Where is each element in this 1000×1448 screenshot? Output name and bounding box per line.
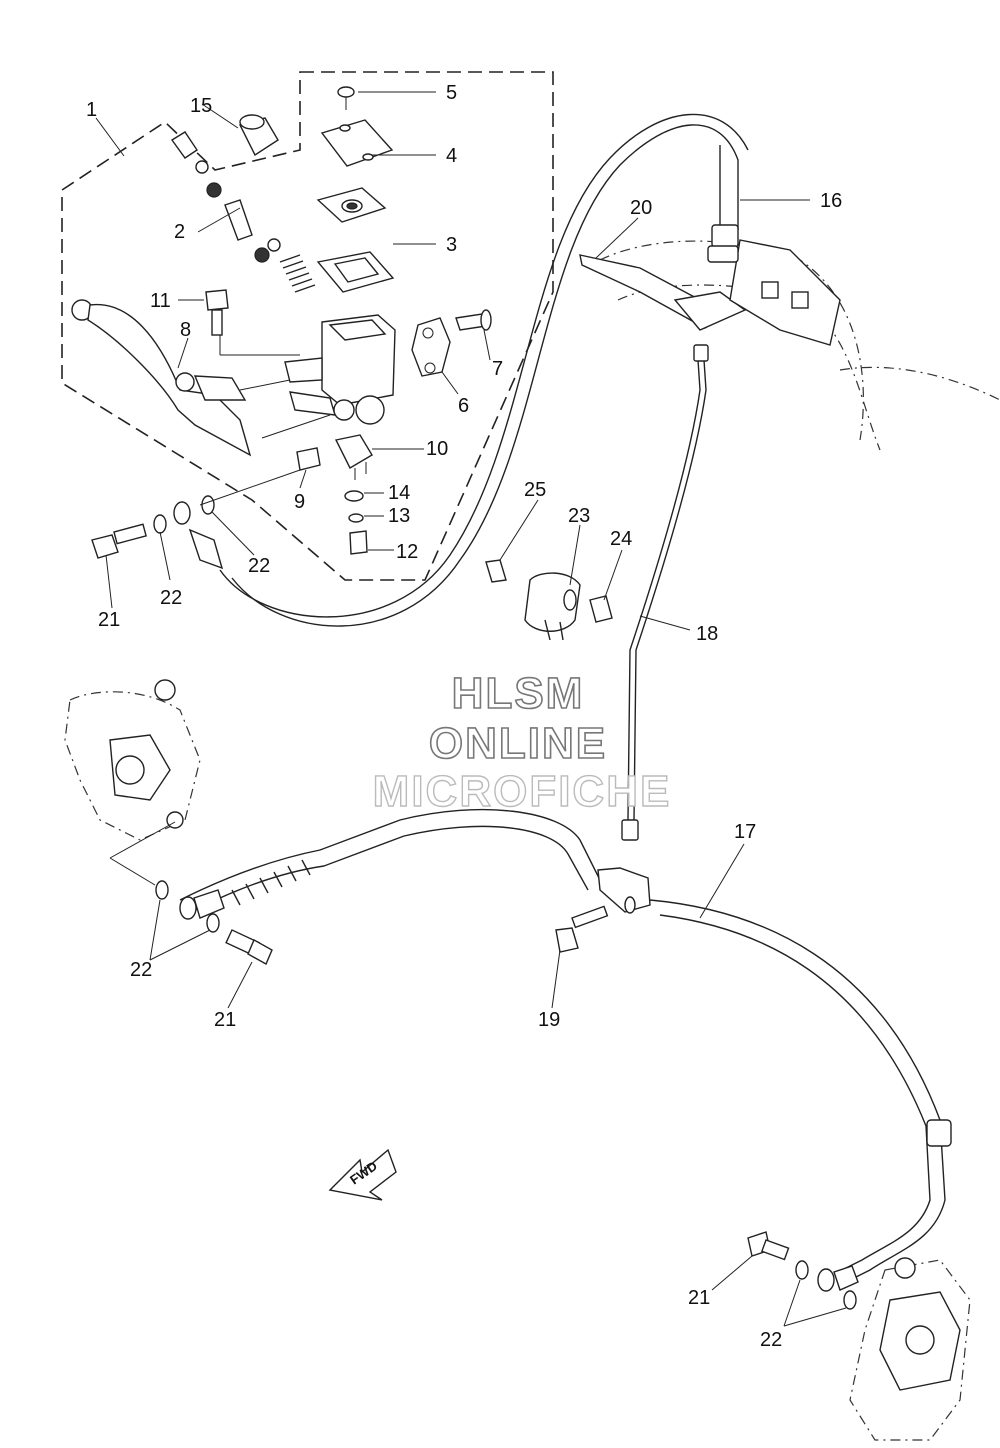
callout-labels: 1 2 3 4 5 6 7 8 9 10 11 12 13 14 15 16 1…	[86, 82, 842, 1351]
washer-part-14	[344, 490, 364, 502]
callout-21-a: 21	[98, 609, 120, 631]
brake-pipe-18	[621, 344, 709, 841]
callout-24: 24	[610, 528, 632, 550]
nut-part-9	[296, 447, 321, 471]
hose-fitting-16	[707, 224, 739, 263]
cap-screw-part-5	[337, 86, 355, 110]
callout-2: 2	[174, 221, 185, 243]
master-cylinder-body	[284, 314, 396, 425]
hose-guide-part-23	[524, 572, 581, 641]
union-bolt-left	[225, 929, 273, 965]
watermark-line-1: HLSM	[452, 669, 585, 718]
fwd-arrow: FWD	[328, 1148, 397, 1201]
callout-9: 9	[294, 491, 305, 513]
callout-22-c: 22	[130, 959, 152, 981]
copper-washer-right-b	[843, 1290, 857, 1310]
piston-kit-part-2	[170, 131, 316, 293]
brake-switch-housing	[729, 239, 841, 346]
diaphragm-plate	[316, 187, 387, 223]
screw-part-12	[349, 530, 368, 555]
callout-22-b: 22	[160, 587, 182, 609]
copper-washer-right-a	[795, 1260, 809, 1280]
watermark-line-2: ONLINE	[429, 719, 607, 768]
left-caliper	[64, 679, 201, 841]
callout-3: 3	[446, 234, 457, 256]
reservoir-cap-part-4	[320, 119, 394, 167]
right-caliper	[849, 1257, 971, 1441]
callout-12: 12	[396, 541, 418, 563]
bolt-part-25	[485, 559, 507, 583]
callout-6: 6	[458, 395, 469, 417]
leader-lines	[95, 91, 847, 1327]
watermark: HLSM ONLINE MICROFICHE	[372, 668, 672, 817]
brake-hose-17-left	[179, 808, 601, 916]
callout-7: 7	[492, 358, 503, 380]
copper-washer-upper-b	[201, 495, 215, 515]
callout-8: 8	[180, 319, 191, 341]
callout-20: 20	[630, 197, 652, 219]
callout-14: 14	[388, 482, 410, 504]
callout-17: 17	[734, 821, 756, 843]
callout-10: 10	[426, 438, 448, 460]
callout-16: 16	[820, 190, 842, 212]
callout-13: 13	[388, 505, 410, 527]
banjo-fitting-upper	[173, 501, 224, 570]
callout-4: 4	[446, 145, 457, 167]
callout-21-b: 21	[214, 1009, 236, 1031]
callout-23: 23	[568, 505, 590, 527]
joint-bolt-part-19	[555, 905, 609, 953]
three-way-joint	[597, 867, 651, 914]
washer-part-13	[348, 513, 364, 523]
clip-part-24	[589, 595, 613, 623]
copper-washer-upper-a	[153, 514, 167, 534]
copper-washer-left-b	[206, 913, 220, 933]
callout-15: 15	[190, 95, 212, 117]
callout-21-c: 21	[688, 1287, 710, 1309]
callout-5: 5	[446, 82, 457, 104]
watermark-line-3: MICROFICHE	[373, 767, 672, 816]
callout-22-d: 22	[760, 1329, 782, 1351]
brake-lever-part-8	[71, 299, 252, 457]
banjo-fitting-left	[179, 889, 225, 920]
boot-part-15	[238, 114, 279, 157]
brake-hose-17-right	[649, 899, 952, 1281]
master-cylinder-assembly-outline	[61, 71, 554, 581]
diaphragm-part-3	[316, 251, 395, 293]
holder-part-6	[411, 317, 451, 377]
callout-19: 19	[538, 1009, 560, 1031]
callout-25: 25	[524, 479, 546, 501]
union-bolt-upper	[91, 523, 147, 559]
union-bolt-right	[747, 1231, 790, 1261]
hose-bracket-20	[579, 254, 747, 331]
pivot-bolt-part-11	[205, 289, 229, 336]
callout-22-a: 22	[248, 555, 270, 577]
holder-bolt-part-7	[455, 309, 492, 331]
banjo-fitting-right	[817, 1265, 859, 1292]
copper-washer-left-a	[155, 880, 169, 900]
callout-11: 11	[150, 290, 171, 312]
brake-switch-part-10	[334, 434, 373, 480]
callout-1: 1	[86, 99, 97, 121]
callout-18: 18	[696, 623, 718, 645]
